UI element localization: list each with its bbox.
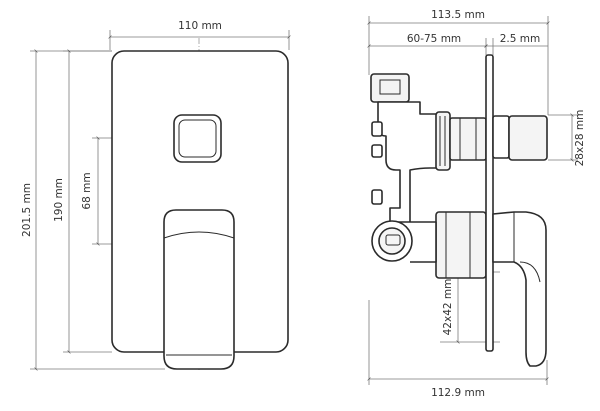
plate-thickness-dimension: 2.5 mm [484, 33, 548, 48]
side-view: 113.5 mm 60-75 mm 2.5 mm 28x28 mm 42x42 … [367, 9, 586, 399]
button-size-label: 28x28 mm [574, 110, 586, 167]
body-depth-label: 60-75 mm [407, 33, 461, 45]
button-size-dimension: 28x28 mm [548, 110, 586, 167]
width-dimension: 110 mm [108, 20, 291, 50]
bottom-depth-label: 112.9 mm [431, 387, 485, 399]
diverter-button-side [492, 115, 548, 161]
body-depth-dimension: 60-75 mm [367, 33, 494, 55]
button-offset-label: 68 mm [81, 172, 93, 209]
total-height-label: 201.5 mm [21, 183, 33, 237]
mixer-valve-body [370, 73, 487, 223]
plate-height-label: 190 mm [53, 178, 65, 222]
front-view: 110 mm 201.5 mm 190 mm 68 mm [21, 20, 291, 371]
cover-plate-side [485, 54, 494, 352]
bottom-depth-dimension: 112.9 mm [367, 300, 549, 399]
handle-size-label: 42x42 mm [442, 279, 454, 336]
plate-height-dimension: 190 mm [53, 49, 112, 354]
cartridge-body [371, 211, 487, 279]
diverter-button [173, 114, 222, 163]
lever-handle [163, 209, 235, 370]
overall-depth-label: 113.5 mm [431, 9, 485, 21]
lever-handle-side [492, 211, 547, 367]
total-height-dimension: 201.5 mm [21, 49, 165, 371]
width-label: 110 mm [178, 20, 222, 32]
plate-thickness-label: 2.5 mm [500, 33, 541, 45]
